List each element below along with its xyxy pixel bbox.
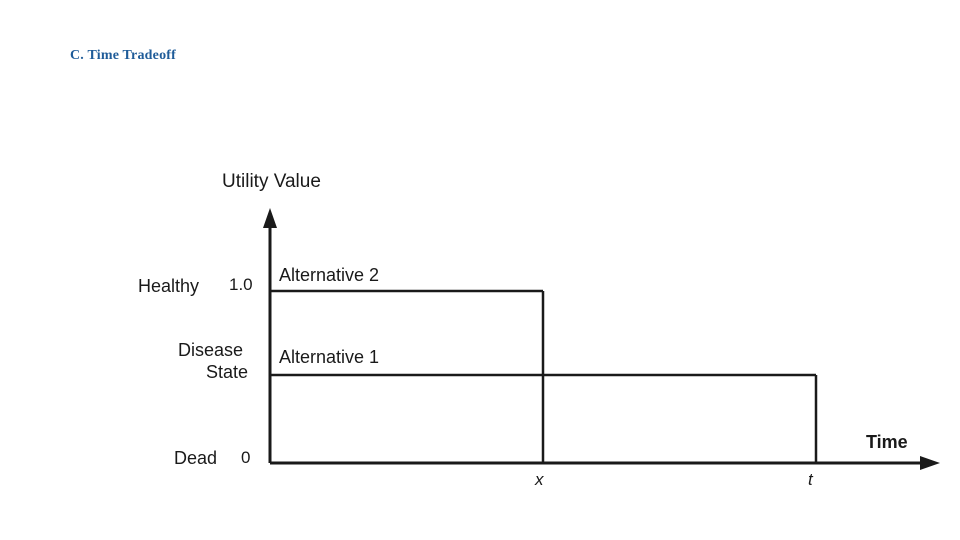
y-label-healthy: Healthy: [138, 276, 200, 296]
page-title: C. Time Tradeoff: [70, 48, 176, 63]
x-tick-t: t: [808, 470, 813, 489]
x-axis: [270, 456, 940, 470]
y-axis-title: Utility Value: [222, 171, 321, 192]
series-alternative-1-path: [270, 373, 818, 463]
y-label-disease: Disease: [178, 340, 244, 360]
series-label-alternative-1: Alternative 1: [279, 347, 380, 367]
y-tick-0: 0: [241, 448, 251, 467]
x-tick-x: x: [535, 470, 544, 489]
x-axis-title: Time: [866, 432, 908, 452]
y-label-state: State: [206, 362, 249, 382]
y-label-dead: Dead: [174, 448, 218, 468]
y-tick-1-0: 1.0: [229, 275, 253, 294]
series-label-alternative-2: Alternative 2: [279, 265, 380, 285]
y-axis: [263, 208, 277, 463]
series-alternative-2-path: [270, 289, 545, 463]
